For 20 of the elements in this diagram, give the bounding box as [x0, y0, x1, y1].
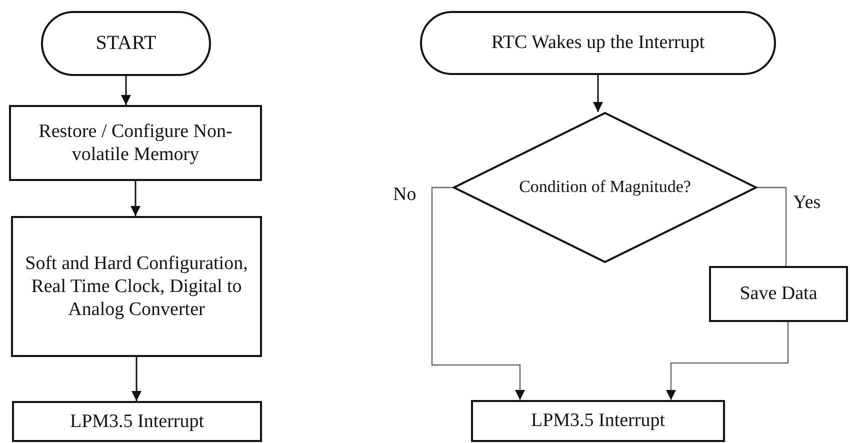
node-label: START — [96, 31, 156, 56]
arrow — [666, 322, 789, 400]
node-label: LPM3.5 Interrupt — [70, 410, 204, 434]
arrow — [121, 76, 131, 105]
node-label: RTC Wakes up the Interrupt — [491, 31, 705, 55]
process-box — [709, 266, 848, 322]
arrow — [593, 75, 603, 112]
process-box — [12, 401, 262, 442]
decision-diamond — [453, 112, 757, 263]
arrow — [132, 357, 142, 401]
node-label: Condition of Magnitude? — [519, 177, 691, 198]
arrow — [431, 186, 525, 400]
node-label: Soft and Hard Configuration, Real Time Clock, Digital to Analog Converter — [24, 252, 249, 322]
process-box — [9, 105, 262, 181]
process-box — [471, 400, 725, 442]
arrow — [130, 181, 140, 216]
node-label: Restore / Configure Non-volatile Memory — [38, 120, 234, 166]
node-label: Save Data — [740, 282, 818, 306]
process-box — [11, 216, 262, 357]
node-label: LPM3.5 Interrupt — [530, 409, 666, 433]
